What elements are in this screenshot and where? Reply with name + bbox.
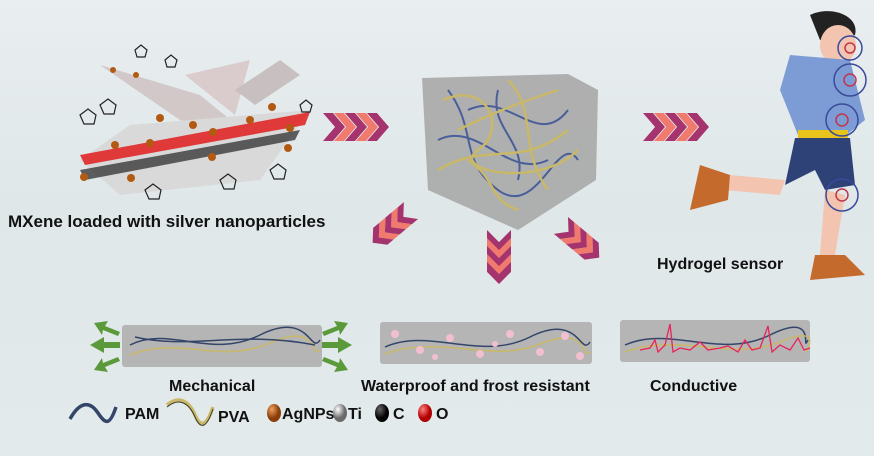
chevron xyxy=(487,238,511,260)
hoodie xyxy=(780,55,865,140)
mechanical-label: Mechanical xyxy=(169,378,256,395)
conductive-slab-illustration xyxy=(620,320,811,362)
chevron xyxy=(654,113,676,141)
pva-chains xyxy=(437,79,579,212)
waterproof-slab-illustration xyxy=(380,322,592,364)
waterproof-label: Waterproof and frost resistant xyxy=(361,378,590,395)
runner-with-sensors-illustration xyxy=(690,11,867,280)
chevron xyxy=(676,113,698,141)
shorts xyxy=(785,138,855,190)
c-sphere-icon xyxy=(375,404,389,422)
chevron xyxy=(487,262,511,284)
mechanical-slab-illustration xyxy=(90,321,352,372)
front-shoe xyxy=(810,255,865,280)
arrow-down-right-to-conductive xyxy=(553,217,600,260)
o-sphere-icon xyxy=(418,404,432,422)
pva-wave-icon xyxy=(165,398,215,426)
chevron xyxy=(334,113,356,141)
conductive-label: Conductive xyxy=(650,378,738,395)
legend-label-c: C xyxy=(393,406,405,423)
slab-chains xyxy=(129,326,321,356)
arrow-right-to-sensor xyxy=(643,113,709,141)
legend-label-agnps: AgNPs xyxy=(282,406,335,423)
arrow-right-to-hydrogel xyxy=(323,113,389,141)
gel-slab xyxy=(122,325,322,367)
belt xyxy=(798,130,848,138)
chevron xyxy=(356,113,378,141)
pam-wave-icon xyxy=(68,403,118,423)
gel-slab xyxy=(380,322,592,364)
mxene-sheets xyxy=(80,60,310,195)
chevron xyxy=(559,222,581,245)
ti-sphere-icon xyxy=(333,404,347,422)
chevron xyxy=(572,232,594,255)
chevron xyxy=(687,113,709,141)
chevron xyxy=(578,237,600,260)
chevron xyxy=(384,212,406,235)
chevron xyxy=(345,113,367,141)
mxene-label: MXene loaded with silver nanoparticles xyxy=(8,212,326,231)
back-leg xyxy=(725,175,785,195)
legend-label-pam: PAM xyxy=(125,406,160,423)
signal-waveform xyxy=(639,323,811,354)
front-leg xyxy=(820,190,845,255)
gel-slab xyxy=(620,320,810,362)
stretch-arrows xyxy=(90,321,352,372)
organic-molecules xyxy=(79,44,313,200)
chevron xyxy=(397,202,418,225)
arrow-down-to-waterproof xyxy=(487,230,511,284)
chevron xyxy=(553,217,575,240)
legend-label-o: O xyxy=(436,406,449,423)
snowflake-icons xyxy=(391,330,584,360)
chevron xyxy=(487,246,511,268)
chevron xyxy=(566,227,587,250)
agnp-particles xyxy=(80,67,294,182)
legend-label-ti: Ti xyxy=(348,406,362,423)
chevron xyxy=(665,113,687,141)
arrow-down-left-to-mechanical xyxy=(372,202,418,245)
slab-chains xyxy=(384,328,591,355)
chevron xyxy=(487,230,511,252)
hydrogel-sensor-label: Hydrogel sensor xyxy=(657,256,784,273)
chevron xyxy=(643,113,665,141)
sensor-targets xyxy=(825,35,867,212)
chevron xyxy=(372,222,394,245)
chevron xyxy=(378,217,400,240)
legend-label-pva: PVA xyxy=(218,409,250,426)
chevron xyxy=(487,254,511,276)
legend: PAM PVA AgNPs Ti C O xyxy=(0,395,874,435)
agnp-sphere-icon xyxy=(267,404,281,422)
chevron xyxy=(391,207,412,230)
back-shoe xyxy=(690,165,730,210)
chevron xyxy=(367,113,389,141)
hydrogel-cube-illustration xyxy=(422,74,598,230)
chevron xyxy=(323,113,345,141)
